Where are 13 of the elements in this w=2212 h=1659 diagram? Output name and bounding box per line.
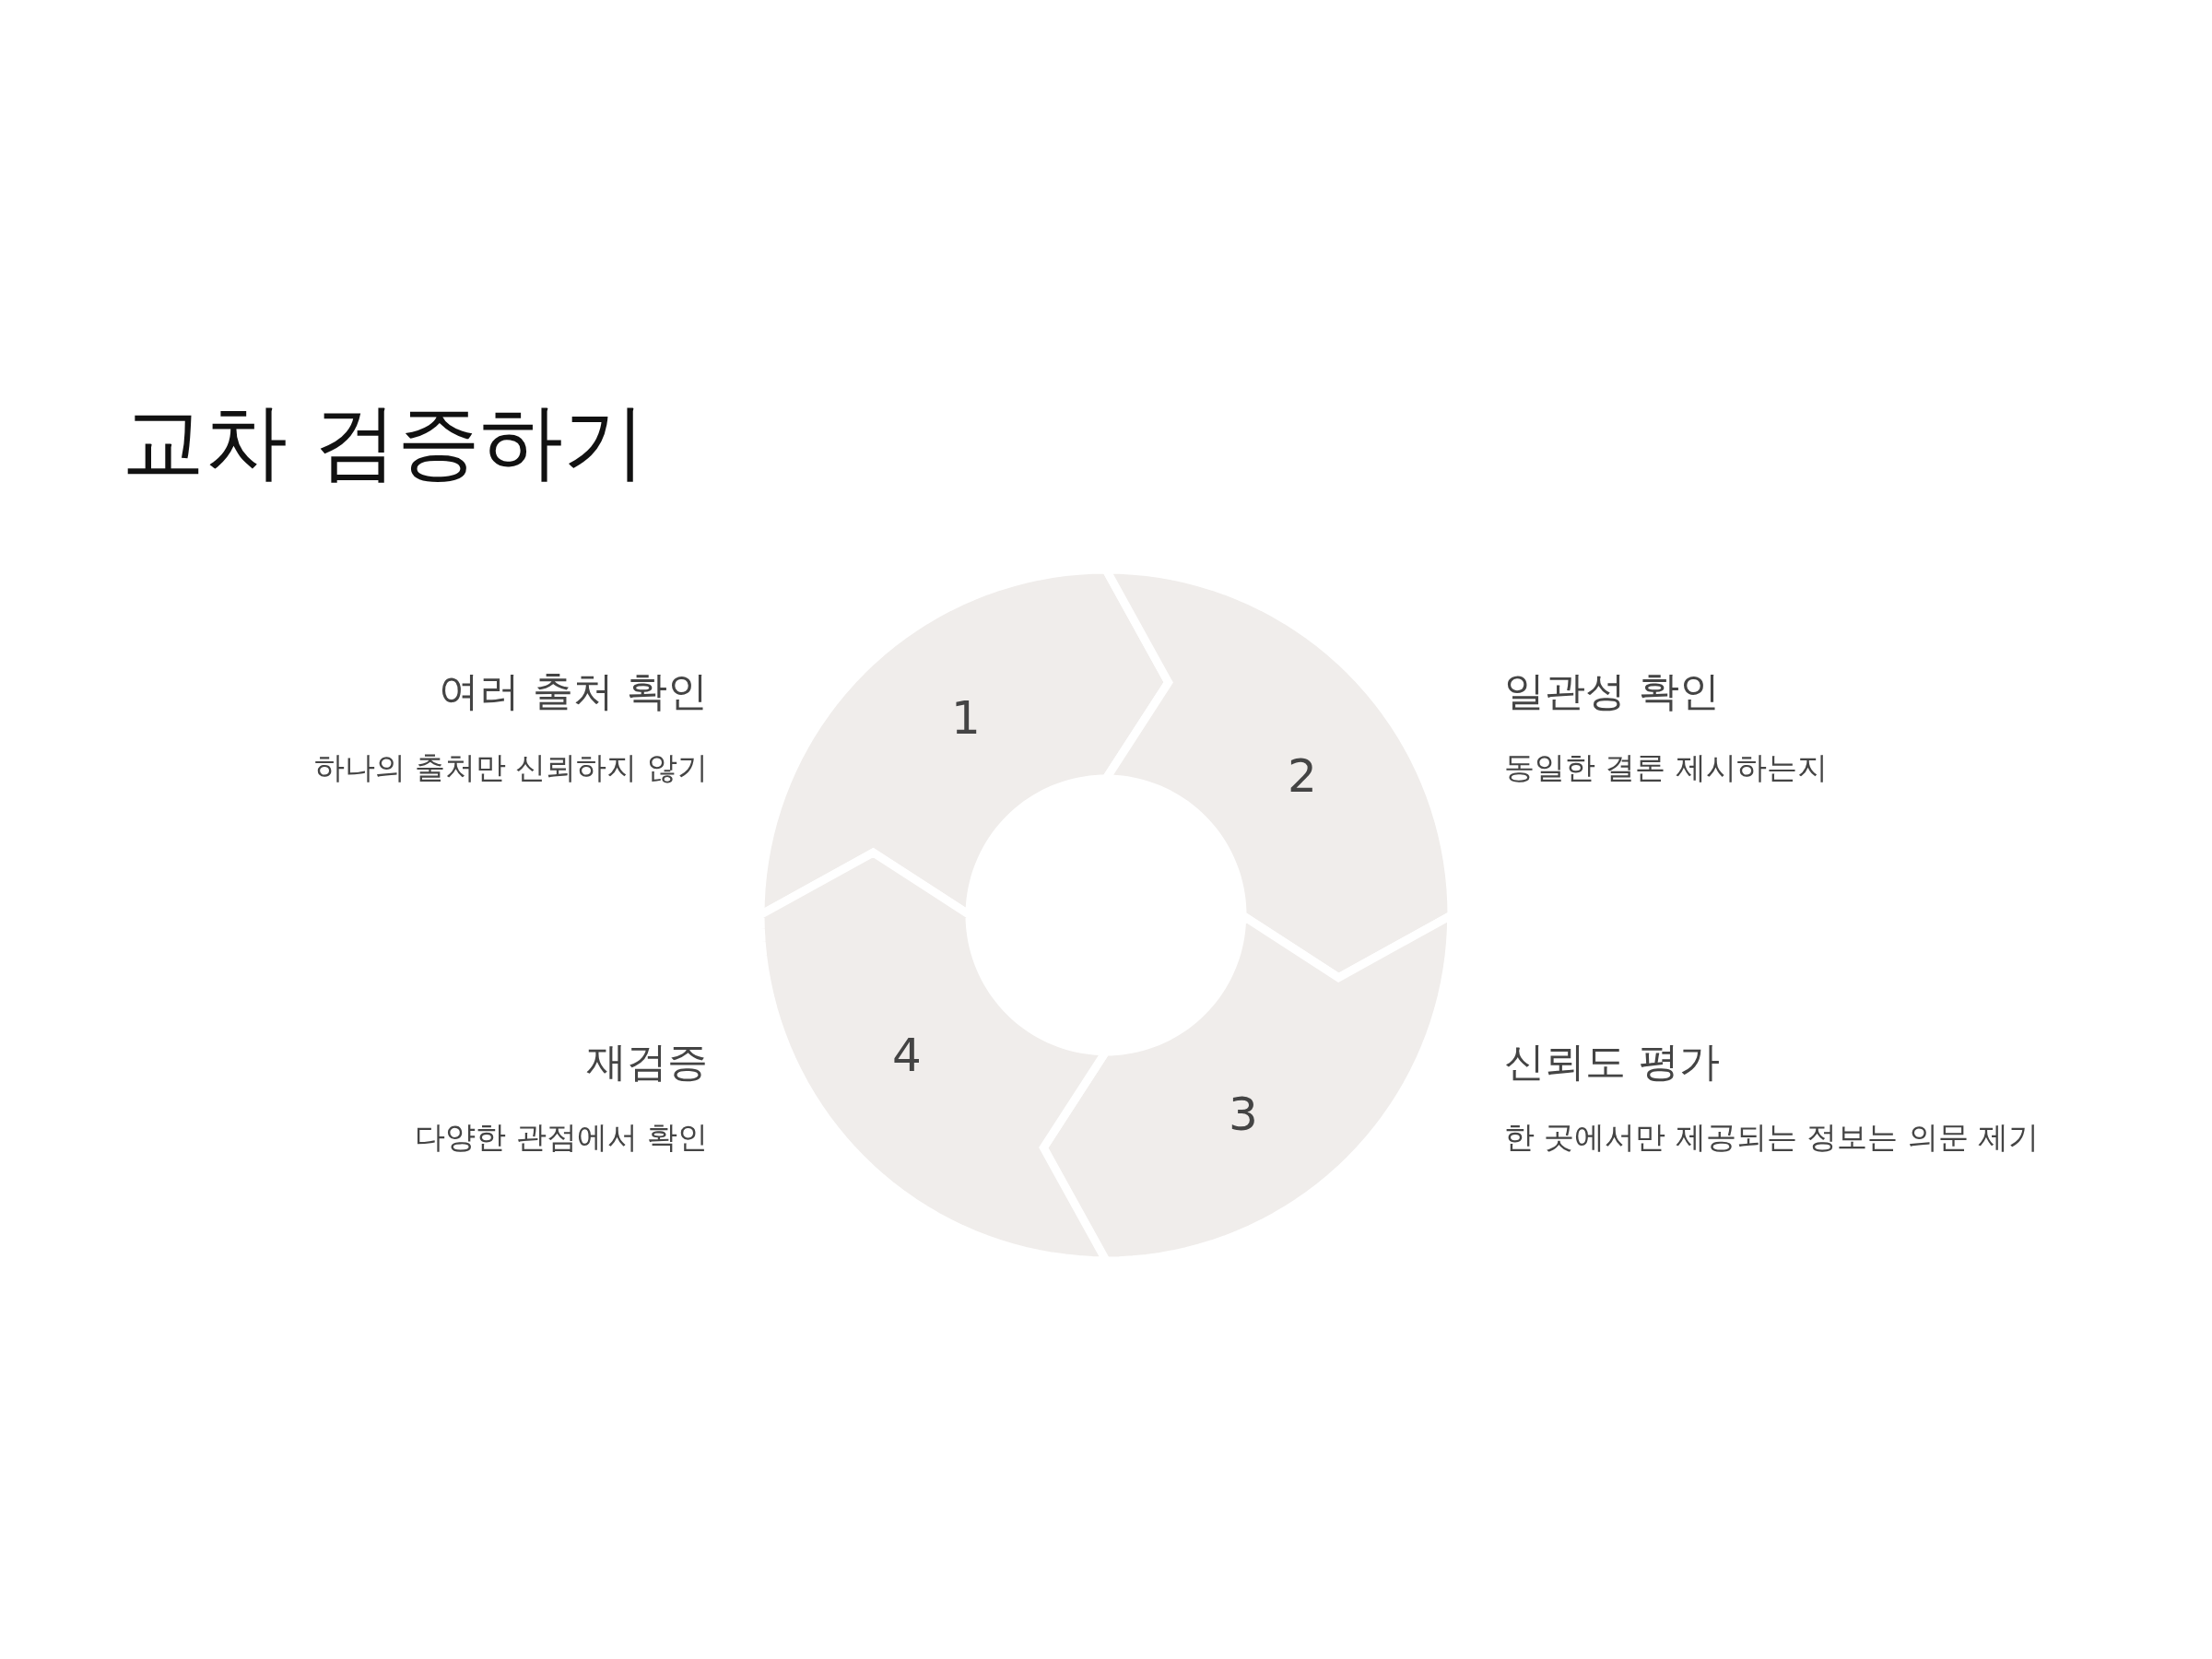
step-heading: 여러 출처 확인 <box>439 671 708 712</box>
step-description: 한 곳에서만 제공되는 정보는 의문 제기 <box>1504 1122 2040 1152</box>
step-number: 3 <box>1229 1091 1258 1137</box>
step-heading: 일관성 확인 <box>1504 671 1720 712</box>
step-heading: 신뢰도 평가 <box>1504 1041 1720 1082</box>
step-description: 다양한 관점에서 확인 <box>415 1122 708 1152</box>
step-number: 4 <box>892 1032 922 1078</box>
step-number: 1 <box>951 695 981 741</box>
step-description: 동일한 결론 제시하는지 <box>1504 752 1828 782</box>
step-description: 하나의 출처만 신뢰하지 않기 <box>313 752 708 782</box>
step-heading: 재검증 <box>586 1041 708 1082</box>
title: 교차 검증하기 <box>122 392 646 491</box>
step-number: 2 <box>1288 753 1317 799</box>
